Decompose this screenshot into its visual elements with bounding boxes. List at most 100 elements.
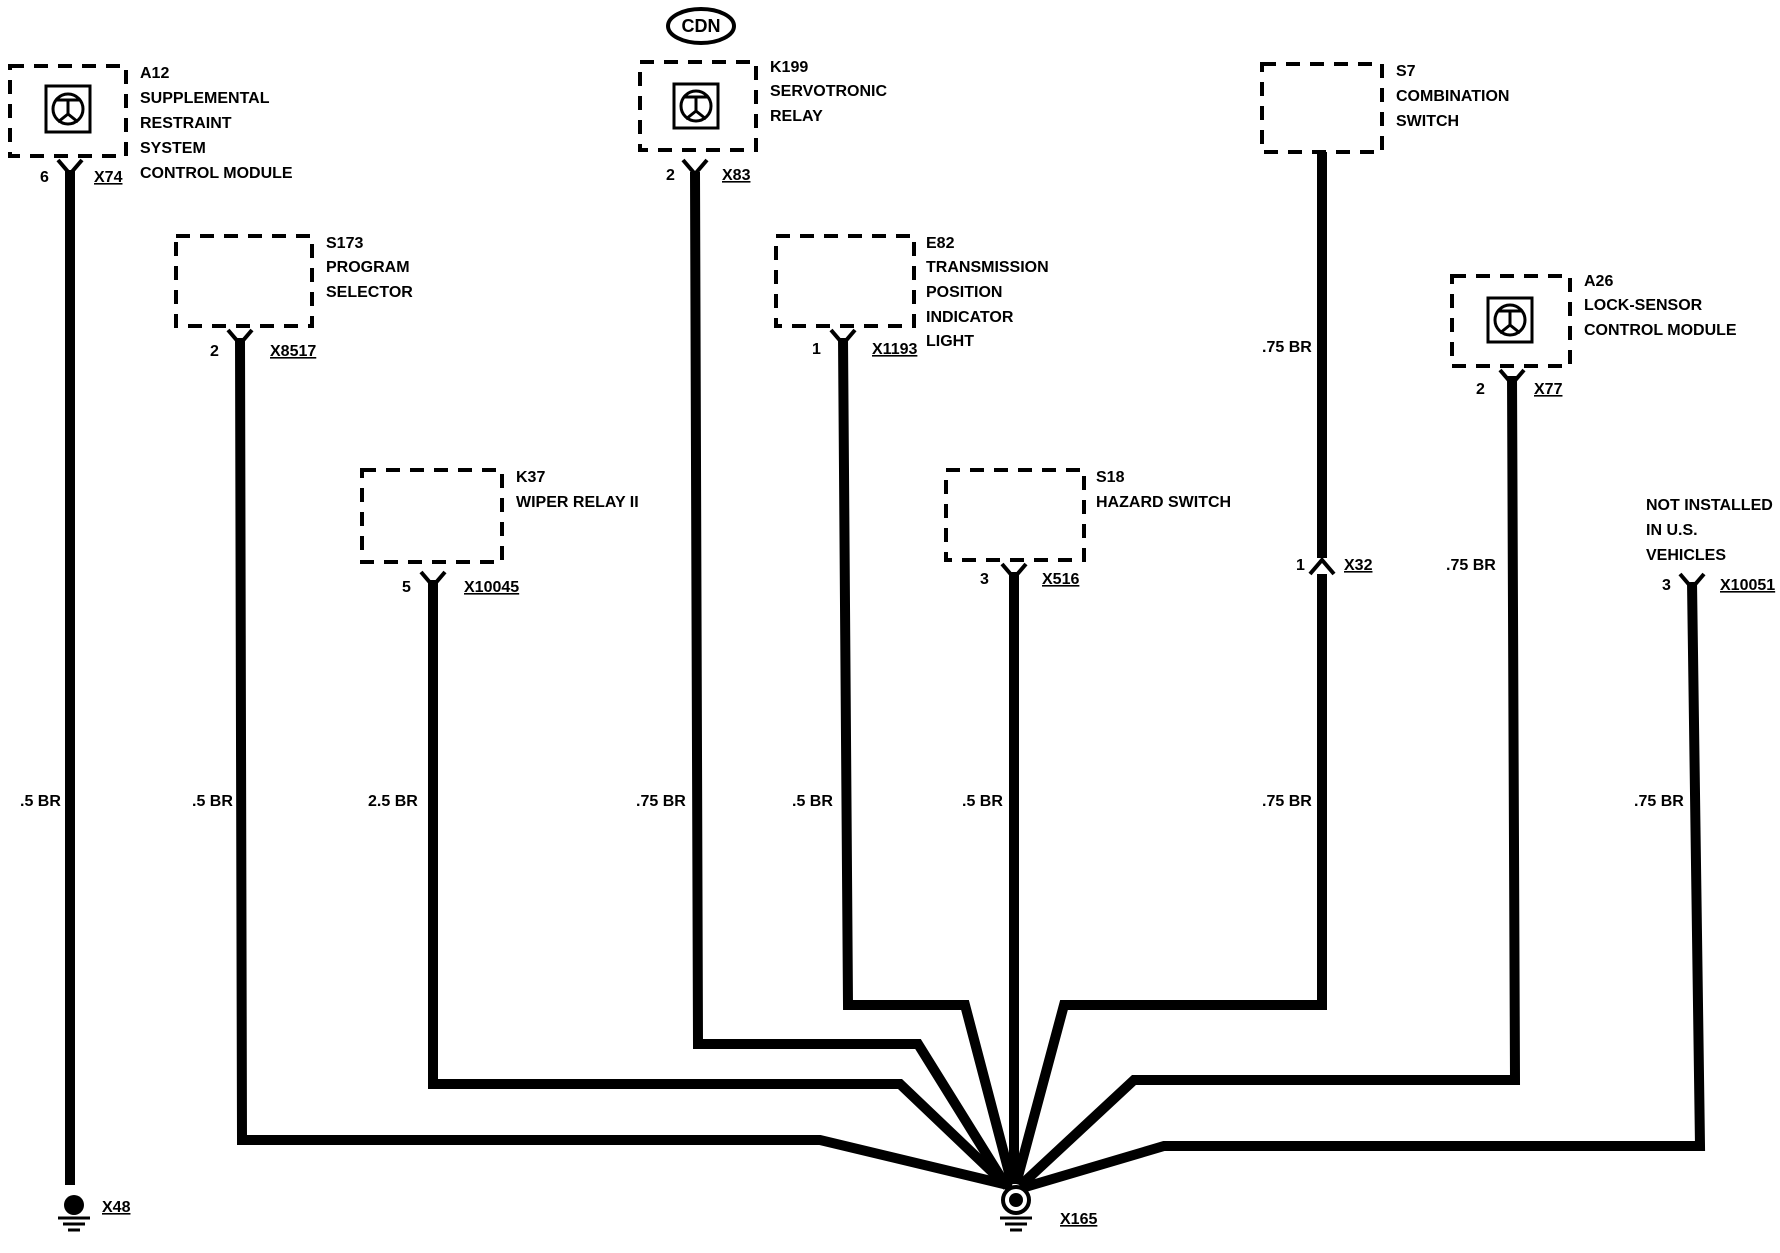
- ground-symbol-x48: [58, 1195, 90, 1232]
- pin-number: 3: [1662, 577, 1671, 594]
- component-label-k37: K37 WIPER RELAY II 5 X10045 2.5 BR: [368, 469, 639, 810]
- component-name-line: INDICATOR: [926, 309, 1014, 326]
- pin-number: 2: [666, 167, 675, 184]
- connector-symbol-x74: [56, 158, 84, 178]
- connector-symbol-x77: [1498, 368, 1526, 388]
- wire-label: .5 BR: [962, 793, 1003, 810]
- wire-s7-lower: [1011, 574, 1327, 1186]
- wire-label: .5 BR: [792, 793, 833, 810]
- wire-k199: [690, 171, 1010, 1187]
- component-name-line: TRANSMISSION: [926, 259, 1049, 276]
- wire-label: .5 BR: [192, 793, 233, 810]
- component-label-s18: S18 HAZARD SWITCH 3 X516 .5 BR: [962, 469, 1231, 810]
- electronic-module-icon: [44, 84, 92, 134]
- ground-symbol-x165: [1000, 1185, 1032, 1232]
- component-name-line: SWITCH: [1396, 113, 1459, 130]
- component-name-line: SELECTOR: [326, 284, 413, 301]
- ground-label-x48: X48: [102, 1199, 131, 1216]
- component-s7: [1260, 62, 1384, 154]
- wire-e82: [838, 337, 1017, 1186]
- component-k37: [360, 468, 504, 564]
- component-name-line: LIGHT: [926, 333, 974, 350]
- note-line: IN U.S.: [1646, 522, 1698, 539]
- component-a12: [8, 64, 128, 158]
- pin-number: 1: [812, 341, 821, 358]
- electronic-module-icon: [672, 82, 720, 130]
- component-e82: [774, 234, 916, 328]
- connector-id: X10045: [464, 579, 519, 596]
- component-box-s18: [944, 468, 1086, 562]
- connector-symbol-x83: [681, 158, 709, 178]
- connector-symbol-x10051: [1678, 572, 1706, 592]
- wires: [65, 152, 1706, 1193]
- component-name-line: LOCK-SENSOR: [1584, 297, 1703, 314]
- connector-symbol-x32: [1308, 556, 1336, 576]
- component-k199: [638, 60, 758, 152]
- component-name-line: WIPER RELAY II: [516, 494, 639, 511]
- connector-id: X8517: [270, 343, 316, 360]
- component-label-a12: A12 SUPPLEMENTAL RESTRAINT SYSTEM CONTRO…: [20, 65, 293, 810]
- component-ref: A26: [1584, 273, 1613, 290]
- wire-label: 2.5 BR: [368, 793, 418, 810]
- component-ref: A12: [140, 65, 169, 82]
- connector-id: X10051: [1720, 577, 1775, 594]
- component-label-k199: K199 SERVOTRONIC RELAY 2 X83 .75 BR: [636, 59, 888, 810]
- wire-label: .75 BR: [636, 793, 686, 810]
- connector-symbols: [56, 158, 1706, 592]
- connector-symbol-x516: [1000, 562, 1028, 582]
- component-box-s173: [174, 234, 314, 328]
- connector-symbol-x1193: [829, 328, 857, 348]
- connector-id: X32: [1344, 557, 1373, 574]
- component-label-s173: S173 PROGRAM SELECTOR 2 X8517 .5 BR: [192, 235, 413, 810]
- component-name-line: RELAY: [770, 108, 823, 125]
- component-s18: [944, 468, 1086, 562]
- component-box-a26: [1450, 274, 1572, 368]
- connector-symbol-x8517: [226, 328, 254, 348]
- wire-label: .75 BR: [1634, 793, 1684, 810]
- component-label-a26: A26 LOCK-SENSOR CONTROL MODULE 2 X77 .75…: [1446, 273, 1737, 574]
- region-badge: CDN: [666, 7, 736, 45]
- connector-id: X83: [722, 167, 751, 184]
- component-box-s7: [1260, 62, 1384, 154]
- component-name-line: HAZARD SWITCH: [1096, 494, 1231, 511]
- pin-number: 2: [1476, 381, 1485, 398]
- pin-number: 2: [210, 343, 219, 360]
- component-name-line: RESTRAINT: [140, 115, 232, 132]
- connector-id: X74: [94, 169, 123, 186]
- component-name-line: COMBINATION: [1396, 88, 1509, 105]
- component-name-line: CONTROL MODULE: [1584, 322, 1737, 339]
- region-badge-label: CDN: [682, 16, 721, 36]
- component-s173: [174, 234, 314, 328]
- component-name-line: SERVOTRONIC: [770, 83, 888, 100]
- component-name-line: SUPPLEMENTAL: [140, 90, 270, 107]
- component-label-e82: E82 TRANSMISSION POSITION INDICATOR LIGH…: [792, 235, 1049, 810]
- component-name-line: POSITION: [926, 284, 1002, 301]
- connector-id: X1193: [872, 341, 917, 358]
- connector-id: X516: [1042, 571, 1079, 588]
- component-label-s7: S7 COMBINATION SWITCH .75 BR 1 X32 .75 B…: [1262, 63, 1509, 810]
- component-ref: S7: [1396, 63, 1416, 80]
- component-a26: [1450, 274, 1572, 368]
- wire-label-upper: .75 BR: [1446, 557, 1496, 574]
- component-name-line: SYSTEM: [140, 140, 206, 157]
- pin-number: 5: [402, 579, 411, 596]
- wire-label-upper: .75 BR: [1262, 339, 1312, 356]
- wire-k37: [428, 580, 1011, 1190]
- component-box-a12: [8, 64, 128, 158]
- connector-id: X77: [1534, 381, 1563, 398]
- wire-label: .5 BR: [20, 793, 61, 810]
- note-line: NOT INSTALLED: [1646, 497, 1773, 514]
- component-label-not-installed: NOT INSTALLED IN U.S. VEHICLES 3 X10051 …: [1634, 497, 1775, 810]
- component-ref: K37: [516, 469, 545, 486]
- electronic-module-icon: [1486, 296, 1534, 344]
- component-ref: S18: [1096, 469, 1125, 486]
- ground-label-x165: X165: [1060, 1211, 1097, 1228]
- pin-number: 3: [980, 571, 989, 588]
- component-box-k37: [360, 468, 504, 564]
- component-name-line: PROGRAM: [326, 259, 410, 276]
- connector-symbol-x10045: [419, 570, 447, 590]
- component-name-line: CONTROL MODULE: [140, 165, 293, 182]
- component-ref: K199: [770, 59, 808, 76]
